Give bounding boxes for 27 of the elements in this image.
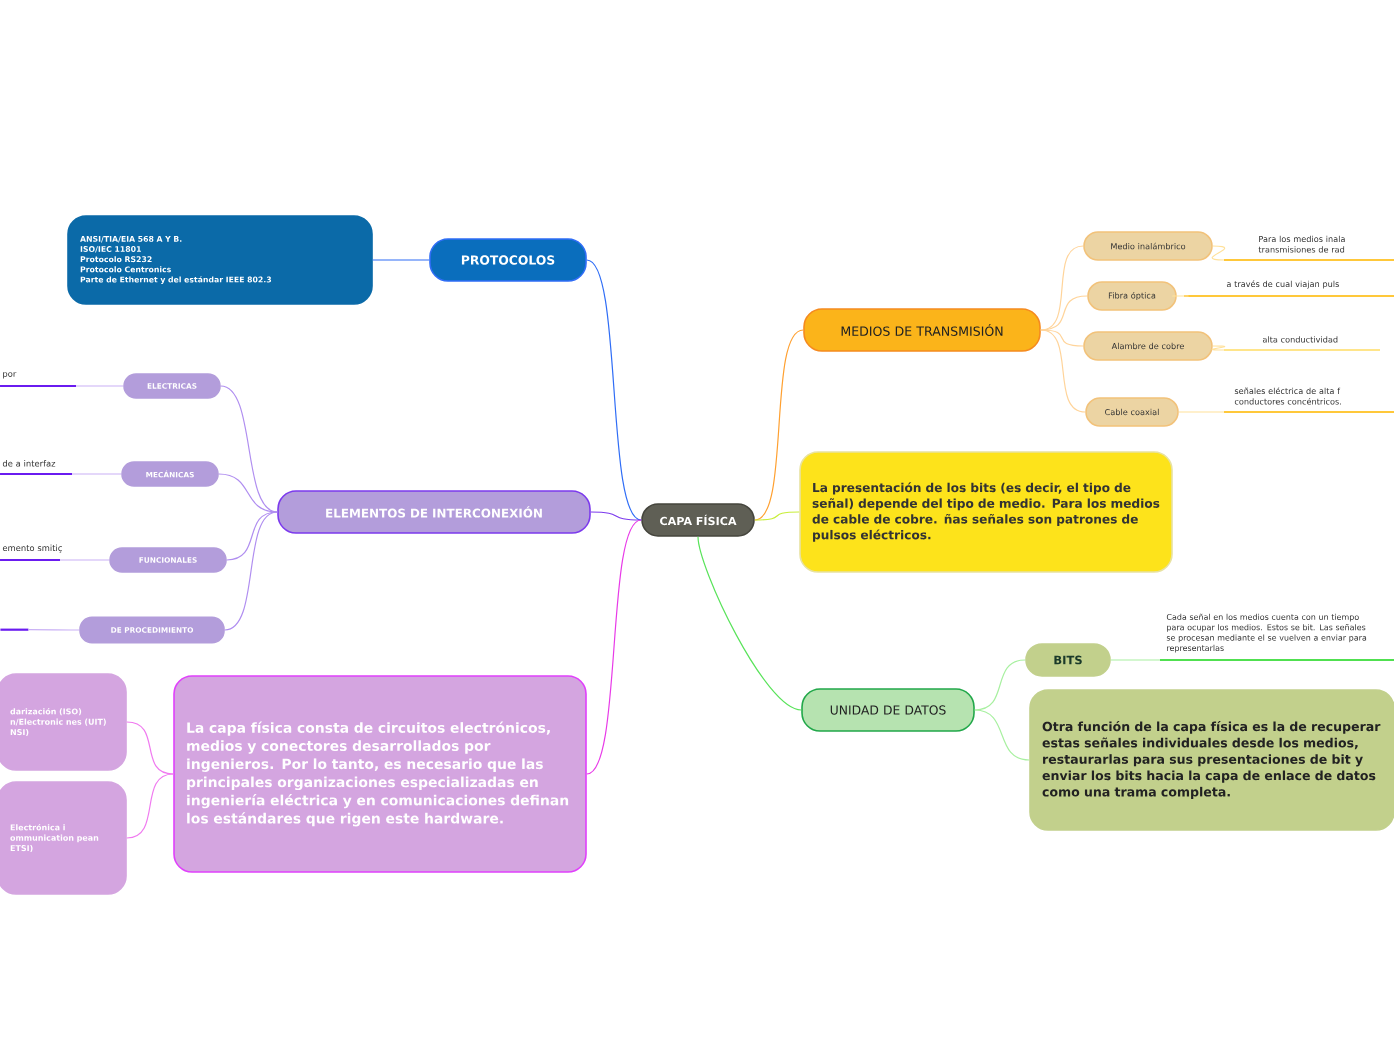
connector [974, 709, 1030, 761]
connector [586, 519, 642, 775]
connector [224, 511, 278, 631]
connector [1178, 411, 1225, 413]
connector [372, 259, 430, 261]
connector [218, 473, 278, 513]
connector [754, 329, 804, 521]
connector [1211, 245, 1226, 261]
connector [1110, 659, 1161, 661]
connector [586, 259, 642, 521]
connector [754, 511, 800, 521]
connector [28, 629, 80, 631]
connector [1211, 345, 1226, 351]
connector [126, 773, 174, 839]
leaf-line [0, 628, 29, 631]
connector [1040, 329, 1084, 347]
connector [126, 721, 174, 775]
connector [697, 536, 802, 711]
connector [974, 659, 1026, 711]
connector [220, 385, 278, 513]
connector [75, 385, 124, 387]
connector [590, 511, 642, 521]
connector [71, 473, 122, 475]
connector [1172, 295, 1189, 297]
connector [59, 559, 110, 561]
connector [1040, 329, 1086, 413]
connector [1040, 245, 1084, 331]
